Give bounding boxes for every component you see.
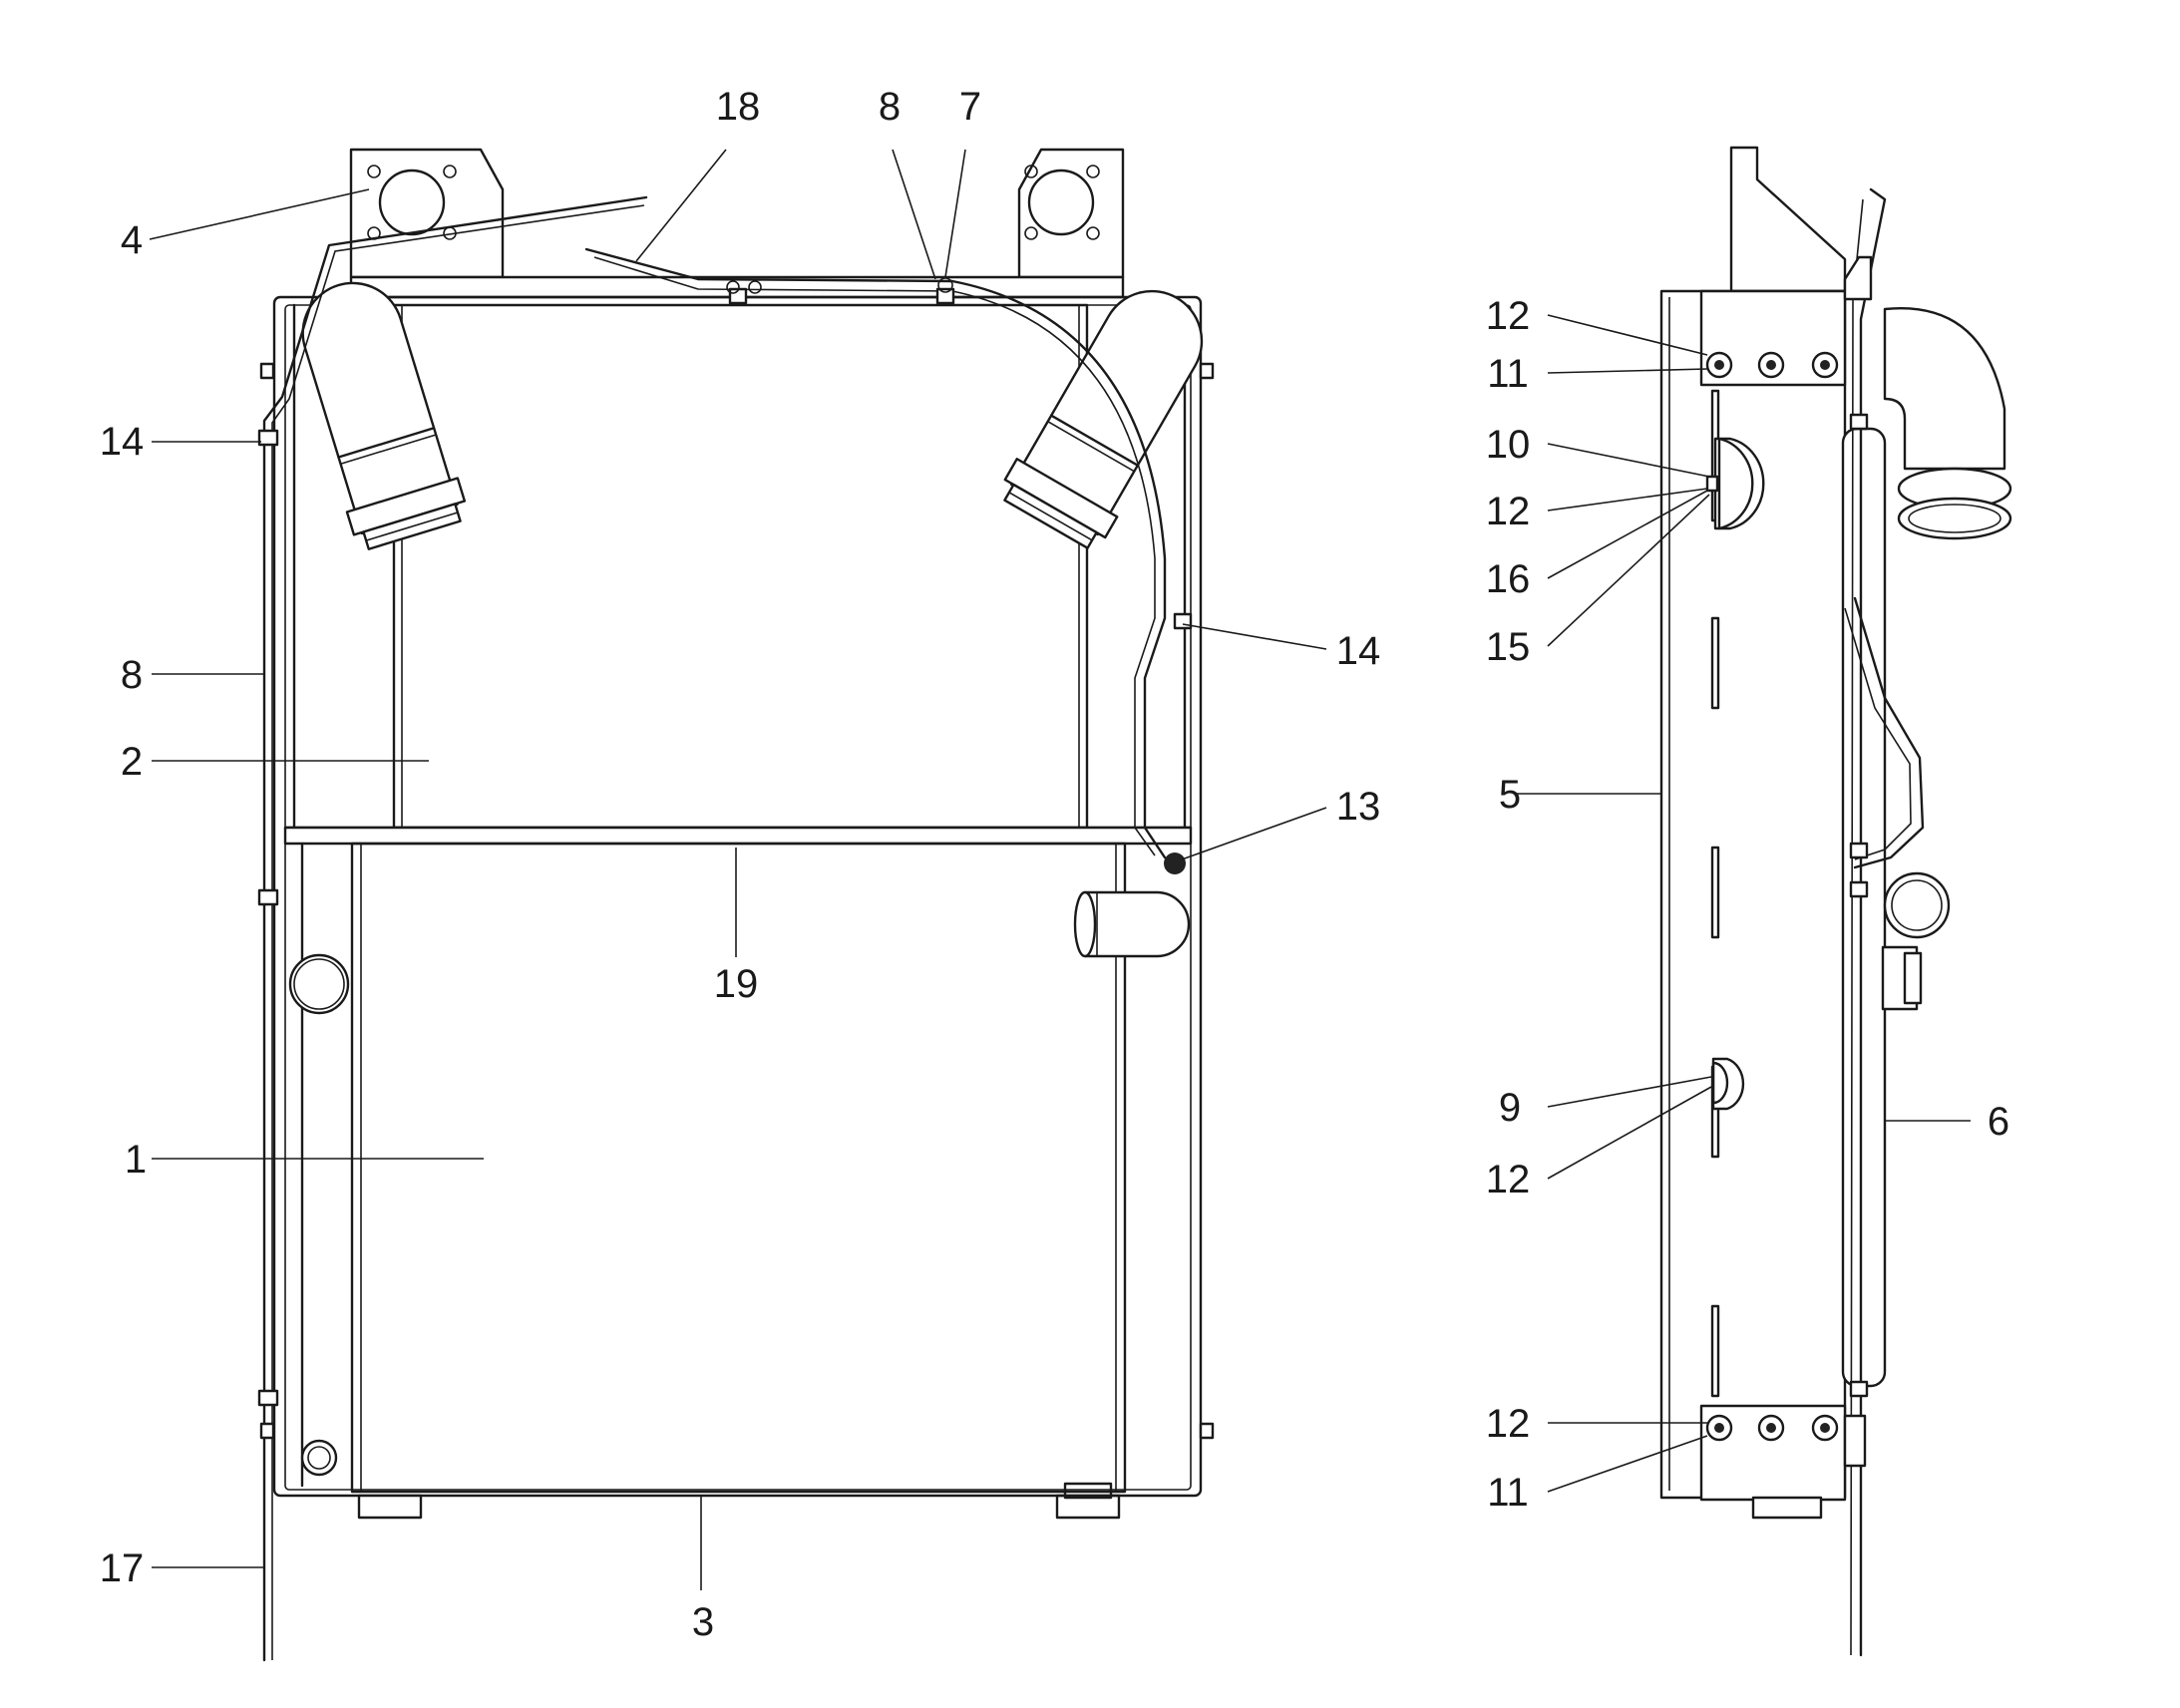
side-tank — [1841, 427, 1887, 1388]
vent-hose-right — [584, 247, 1193, 874]
label-18: 18 — [716, 85, 761, 129]
label-10: 10 — [1486, 423, 1531, 467]
vent-plug — [1164, 853, 1186, 874]
lower-core — [300, 842, 1127, 1494]
front-view — [257, 148, 1215, 1662]
label-11-b: 11 — [1487, 1471, 1529, 1515]
intercooler-inlet-pipe — [301, 281, 467, 550]
label-9: 9 — [1499, 1086, 1521, 1130]
label-12-c: 12 — [1486, 1158, 1531, 1201]
label-15: 15 — [1486, 625, 1531, 669]
label-12-d: 12 — [1486, 1402, 1531, 1446]
front-labels: 18 8 7 4 14 8 2 14 13 19 1 17 3 — [100, 85, 1381, 1644]
label-3: 3 — [692, 1600, 714, 1644]
label-11-a: 11 — [1487, 352, 1529, 396]
label-1: 1 — [125, 1138, 147, 1182]
side-bracket-top — [1729, 146, 1847, 293]
side-port-left — [288, 953, 350, 1015]
label-13: 13 — [1336, 785, 1381, 829]
mounting-bracket-left — [349, 148, 505, 279]
leader-lines — [149, 149, 1971, 1590]
label-4: 4 — [121, 218, 143, 262]
label-12-b: 12 — [1486, 490, 1531, 533]
bottom-foot-left — [357, 1494, 423, 1520]
label-5: 5 — [1499, 773, 1521, 817]
frame-studs — [259, 362, 1215, 1440]
label-17: 17 — [100, 1546, 145, 1590]
side-sensor-upper — [1705, 437, 1765, 530]
label-19: 19 — [714, 962, 759, 1006]
label-14-right: 14 — [1336, 629, 1381, 673]
side-vent-tube — [1859, 187, 1887, 1657]
side-sensor-lower — [1711, 1057, 1745, 1111]
label-12-a: 12 — [1486, 294, 1531, 338]
side-view — [1659, 146, 2012, 1657]
overflow-tube-left — [257, 195, 648, 1662]
side-bolts — [1705, 351, 1839, 1442]
label-7: 7 — [959, 85, 981, 129]
side-outlet-round — [1883, 871, 1951, 939]
outlet-pipe-right — [1073, 890, 1191, 958]
label-16: 16 — [1486, 557, 1531, 601]
mounting-bracket-right — [1017, 148, 1125, 279]
side-labels: 12 11 10 12 16 15 5 9 12 6 12 11 — [1486, 294, 2009, 1515]
side-elbow-pipe — [1883, 306, 2012, 540]
intercooler-outlet-pipe — [1003, 289, 1204, 549]
side-hose — [1853, 596, 1925, 869]
bottom-foot-right — [1055, 1494, 1121, 1520]
partition-bar — [283, 826, 1193, 846]
drain-plug — [300, 1439, 338, 1477]
label-2: 2 — [121, 740, 143, 784]
label-14-left: 14 — [100, 420, 145, 464]
label-8-top: 8 — [879, 85, 901, 129]
label-8-left: 8 — [121, 653, 143, 697]
label-6: 6 — [1988, 1100, 2009, 1144]
